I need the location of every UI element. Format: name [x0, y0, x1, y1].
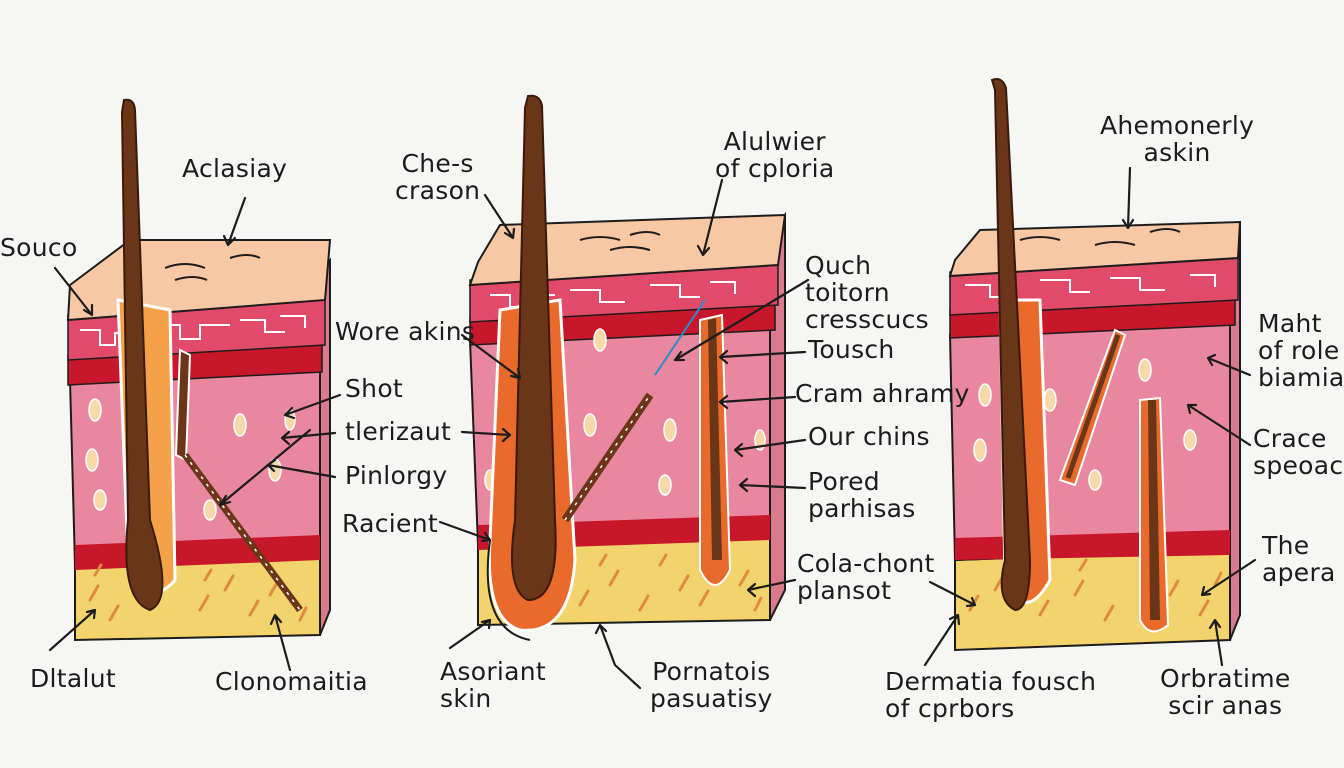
- label-clonomaitia: Clonomaitia: [215, 667, 368, 696]
- label-wore-akins: Wore akins: [335, 317, 476, 346]
- label-arrows: [48, 166, 1257, 690]
- label-tlerizaut: tlerizaut: [345, 417, 452, 446]
- label-tousch: Tousch: [808, 335, 895, 364]
- label-souco: Souco: [0, 233, 78, 262]
- label-aclasiay: Aclasiay: [182, 154, 288, 183]
- skin-block-1: [66, 98, 332, 642]
- label-pinlorgy: Pinlorgy: [345, 461, 448, 490]
- skin-block-3: [948, 78, 1242, 652]
- skin-block-2: [468, 94, 787, 641]
- label-cram-ahramy: Cram ahramy: [795, 379, 970, 408]
- label-racient: Racient: [342, 509, 438, 538]
- label-shot: Shot: [345, 374, 404, 403]
- label-our-chins: Our chins: [808, 422, 930, 451]
- label-dltalut: Dltalut: [30, 664, 117, 693]
